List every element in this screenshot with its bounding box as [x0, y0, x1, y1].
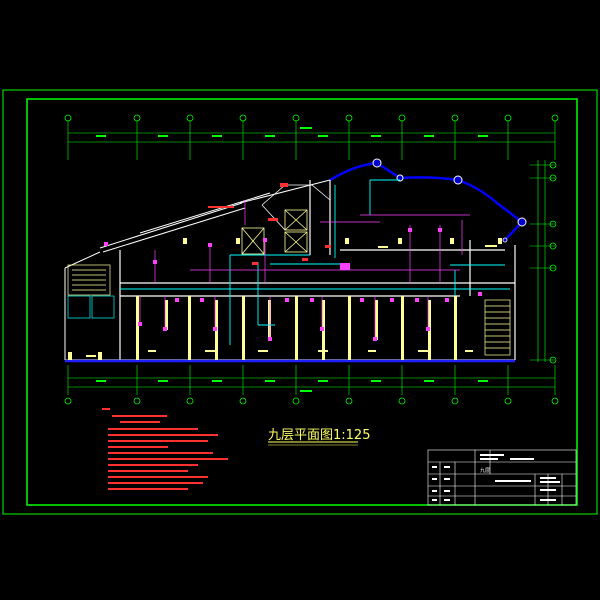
central-core	[241, 184, 331, 255]
red-annotations	[208, 183, 331, 265]
bottom-dimension	[67, 365, 556, 395]
magenta-wiring	[139, 200, 470, 340]
right-dimension	[530, 160, 555, 362]
cyan-conduit	[120, 179, 510, 345]
left-stair	[67, 264, 115, 319]
left-wing-roof	[64, 179, 331, 360]
bottom-grid-bubbles	[64, 397, 559, 405]
inner-frame	[26, 98, 578, 506]
plan-title: 九层平面图1:125	[268, 428, 371, 443]
blue-curved-facade	[329, 158, 527, 243]
right-grid-bubbles	[549, 161, 557, 364]
dimension-text	[96, 127, 488, 392]
general-notes	[102, 408, 228, 490]
room-labels	[86, 245, 497, 357]
top-dimension	[67, 120, 556, 160]
magenta-devices	[104, 228, 482, 341]
outer-frame	[2, 89, 598, 515]
top-grid-bubbles	[64, 114, 559, 122]
title-block-drawing-name: 九层	[480, 468, 491, 474]
right-stair	[484, 299, 511, 356]
title-block-text	[432, 454, 560, 501]
